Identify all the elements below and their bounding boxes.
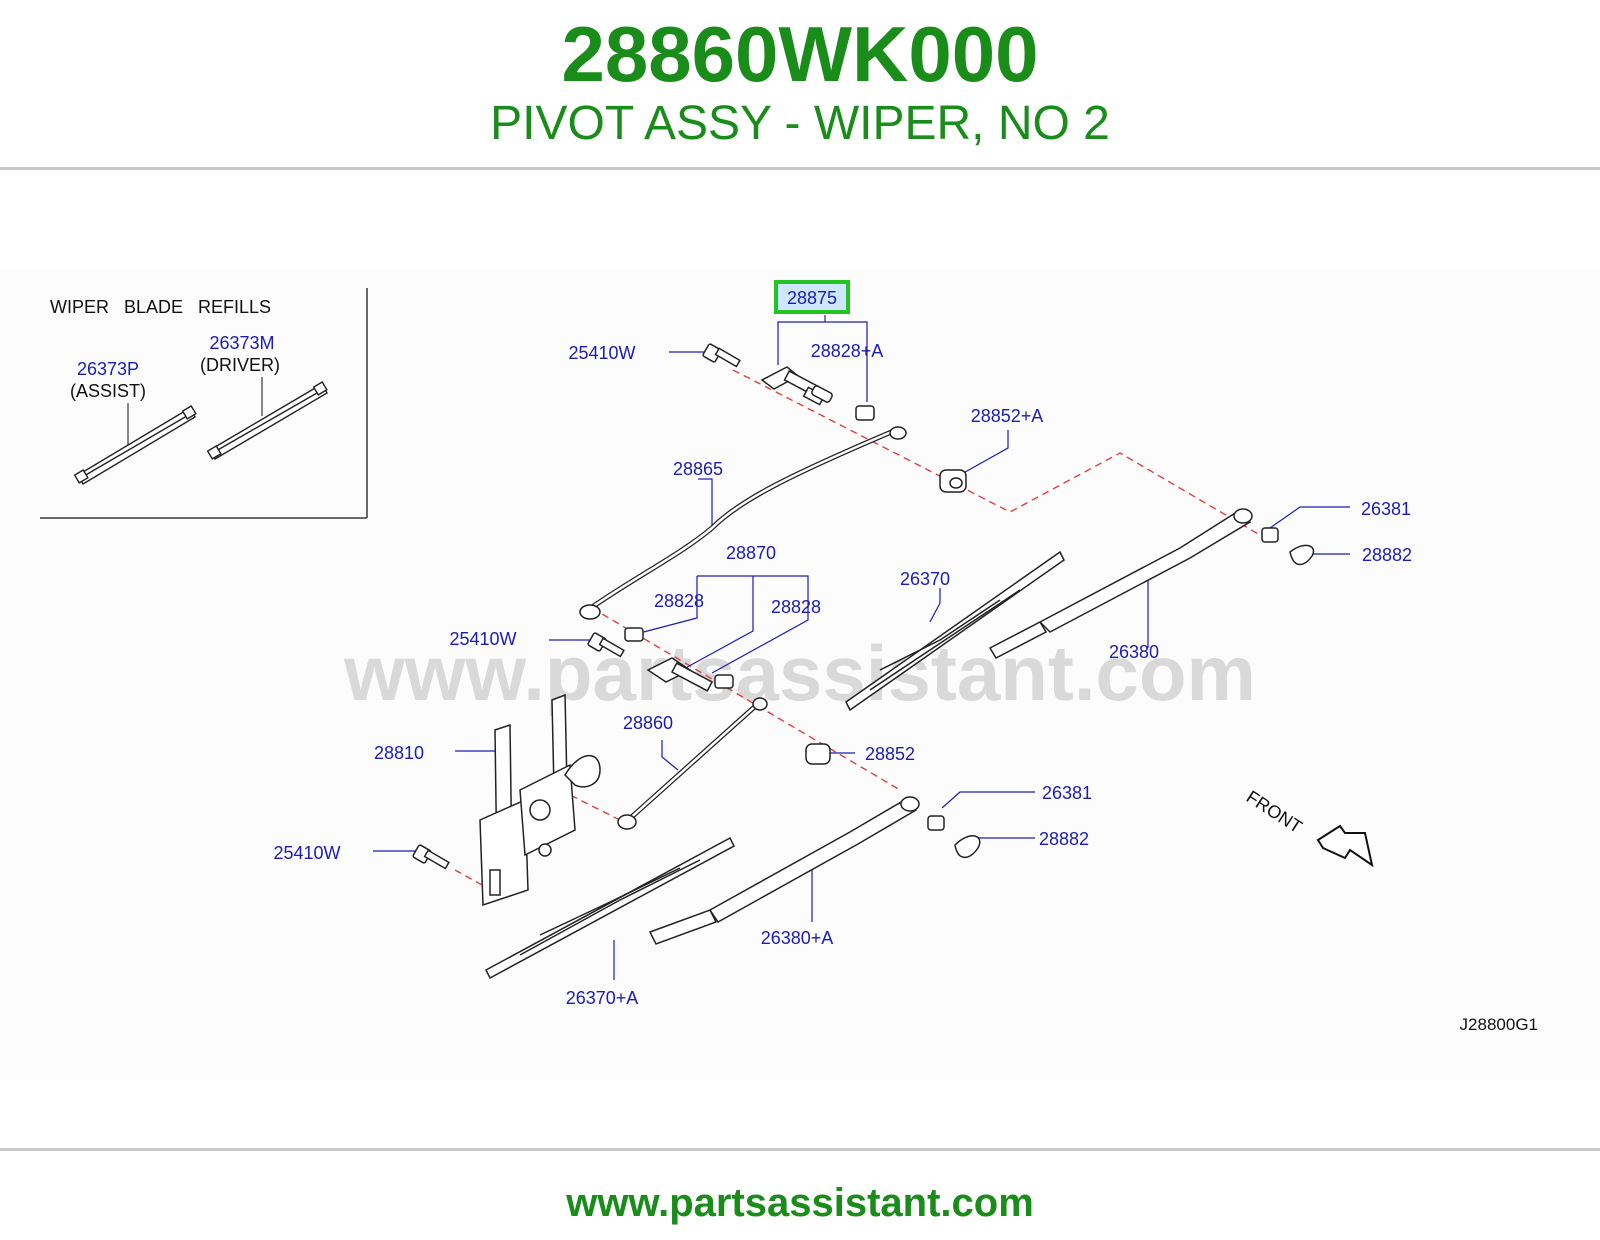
footer-url-link[interactable]: www.partsassistant.com — [566, 1181, 1034, 1225]
callout-26370[interactable]: 26370 — [900, 569, 950, 589]
refills-inset: WIPER BLADE REFILLS 26373P (ASSIST) 2637… — [40, 288, 368, 519]
refill-driver-drawing — [206, 381, 328, 460]
callout-28828-left[interactable]: 28828 — [654, 591, 704, 611]
callout-28882-lower[interactable]: 28882 — [1039, 829, 1089, 849]
arm-upper-drawing — [988, 508, 1253, 659]
callout-28882-upper[interactable]: 28882 — [1362, 545, 1412, 565]
callout-28852a[interactable]: 28852+A — [971, 406, 1044, 426]
blade-upper-drawing — [845, 550, 1065, 712]
callout-26381-upper[interactable]: 26381 — [1361, 499, 1411, 519]
callout-25410w-top[interactable]: 25410W — [568, 343, 635, 363]
refill-assist-drawing — [73, 405, 197, 485]
front-label: FRONT — [1243, 787, 1306, 838]
callout-28810[interactable]: 28810 — [374, 743, 424, 763]
callout-28852[interactable]: 28852 — [865, 744, 915, 764]
motor-frame-drawing — [479, 693, 601, 907]
bolt-bottom-drawing — [412, 844, 450, 870]
callout-28870[interactable]: 28870 — [726, 543, 776, 563]
callout-25410w-mid[interactable]: 25410W — [449, 629, 516, 649]
part-number-title: 28860WK000 — [561, 10, 1039, 98]
front-indicator: FRONT — [1243, 787, 1374, 868]
diagram-canvas: WIPER BLADE REFILLS 26373P (ASSIST) 2637… — [40, 280, 1538, 1034]
callout-26373m[interactable]: 26373M — [209, 333, 274, 353]
callout-26380[interactable]: 26380 — [1109, 642, 1159, 662]
callout-28875-group[interactable]: 28875 — [774, 280, 868, 402]
part-name-subtitle: PIVOT ASSY - WIPER, NO 2 — [490, 97, 1110, 150]
header-divider — [0, 167, 1600, 170]
callout-26370a[interactable]: 26370+A — [566, 988, 639, 1008]
watermark-text: www.partsassistant.com — [343, 629, 1256, 717]
callout-28875[interactable]: 28875 — [787, 288, 837, 308]
callout-28828-right[interactable]: 28828 — [771, 597, 821, 617]
bolt-mid-drawing — [587, 632, 625, 658]
callout-26381-lower[interactable]: 26381 — [1042, 783, 1092, 803]
pivot-top-drawing — [760, 366, 833, 406]
footer-divider — [0, 1148, 1600, 1151]
callout-28860[interactable]: 28860 — [623, 713, 673, 733]
callout-28828a[interactable]: 28828+A — [811, 341, 884, 361]
pivot-lower-drawing — [646, 657, 714, 692]
callout-28865[interactable]: 28865 — [673, 459, 723, 479]
arm-lower-drawing — [648, 796, 920, 945]
parts-diagram: WIPER BLADE REFILLS 26373P (ASSIST) 2637… — [0, 270, 1600, 1080]
callout-26373p[interactable]: 26373P — [77, 359, 139, 379]
diagram-code: J28800G1 — [1460, 1015, 1538, 1034]
bolt-top-drawing — [702, 343, 741, 368]
assist-label: (ASSIST) — [70, 381, 146, 401]
inset-title: WIPER BLADE REFILLS — [50, 297, 271, 317]
callout-25410w-bottom[interactable]: 25410W — [273, 843, 340, 863]
driver-label: (DRIVER) — [200, 355, 280, 375]
blade-lower-drawing — [485, 836, 735, 980]
callout-leaders — [373, 351, 1350, 980]
page-header: 28860WK000 PIVOT ASSY - WIPER, NO 2 — [0, 0, 1600, 168]
bushing-top-drawing — [939, 469, 967, 493]
front-arrow-icon — [1316, 824, 1374, 868]
part-drawings — [412, 343, 1315, 980]
callout-26380a[interactable]: 26380+A — [761, 928, 834, 948]
